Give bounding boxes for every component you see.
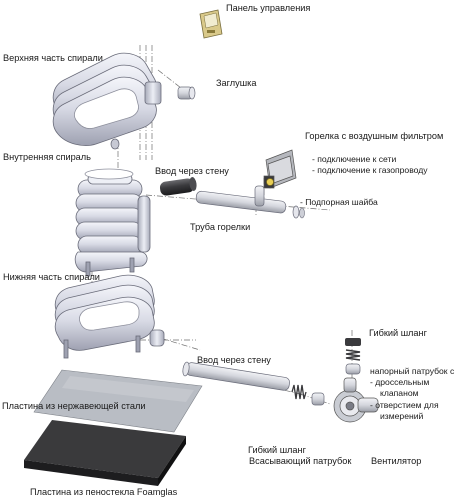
label-burner-with-filter: Горелка с воздушным фильтром	[305, 131, 444, 141]
label-wall-inlet-lower: Ввод через стену	[197, 355, 271, 365]
label-flexible-hose-bottom: Гибкий шланг	[248, 445, 306, 455]
label-burner-pipe: Труба горелки	[190, 222, 251, 232]
bottom-coil	[54, 274, 165, 359]
flexible-hose-lower	[291, 384, 307, 400]
burner-with-air-filter	[263, 149, 297, 189]
label-fan: Вентилятор	[371, 456, 422, 466]
suction-nozzle	[311, 392, 325, 406]
upper-coil	[52, 52, 162, 150]
foamglas-plate	[24, 420, 186, 486]
label-flexible-hose-top: Гибкий шланг	[369, 328, 427, 338]
flexible-hose-upper	[345, 338, 361, 375]
label-power-connection: - подключение к сети	[312, 154, 397, 164]
label-support-washer: - Подпорная шайба	[300, 197, 378, 207]
label-foamglas-plate: Пластина из пеностекла Foamglas	[30, 487, 178, 497]
support-washer	[292, 205, 305, 219]
inner-coil	[75, 168, 151, 255]
label-throttle-valve-1: - дроссельным	[370, 377, 430, 387]
label-inner-coil: Внутренняя спираль	[3, 152, 91, 162]
label-plug: Заглушка	[216, 78, 257, 88]
wall-inlet-upper	[159, 177, 197, 196]
label-upper-coil: Верхняя часть спирали	[3, 53, 103, 63]
plug-part	[177, 86, 196, 100]
control-panel-icon	[199, 9, 223, 39]
label-steel-plate: Пластина из нержавеющей стали	[2, 401, 146, 411]
label-suction-nozzle: Всасывающий патрубок	[249, 456, 352, 466]
label-measure-hole-2: измерений	[380, 411, 424, 421]
label-lower-coil: Нижняя часть спирали	[3, 272, 100, 282]
fan-unit	[333, 377, 379, 423]
label-pressure-nozzle: напорный патрубок с	[370, 366, 455, 376]
label-throttle-valve-2: клапаном	[380, 388, 419, 398]
label-wall-inlet-upper: Ввод через стену	[155, 166, 229, 176]
stainless-steel-plate	[33, 369, 203, 433]
burner-pipe	[195, 185, 287, 214]
wall-inlet-lower-pipe	[182, 361, 290, 391]
lower-coil	[74, 251, 148, 277]
label-gas-connection: - подключение к газопроводу	[312, 165, 428, 175]
label-measure-hole-1: - отверстием для	[370, 400, 439, 410]
label-control-panel: Панель управления	[226, 3, 311, 13]
